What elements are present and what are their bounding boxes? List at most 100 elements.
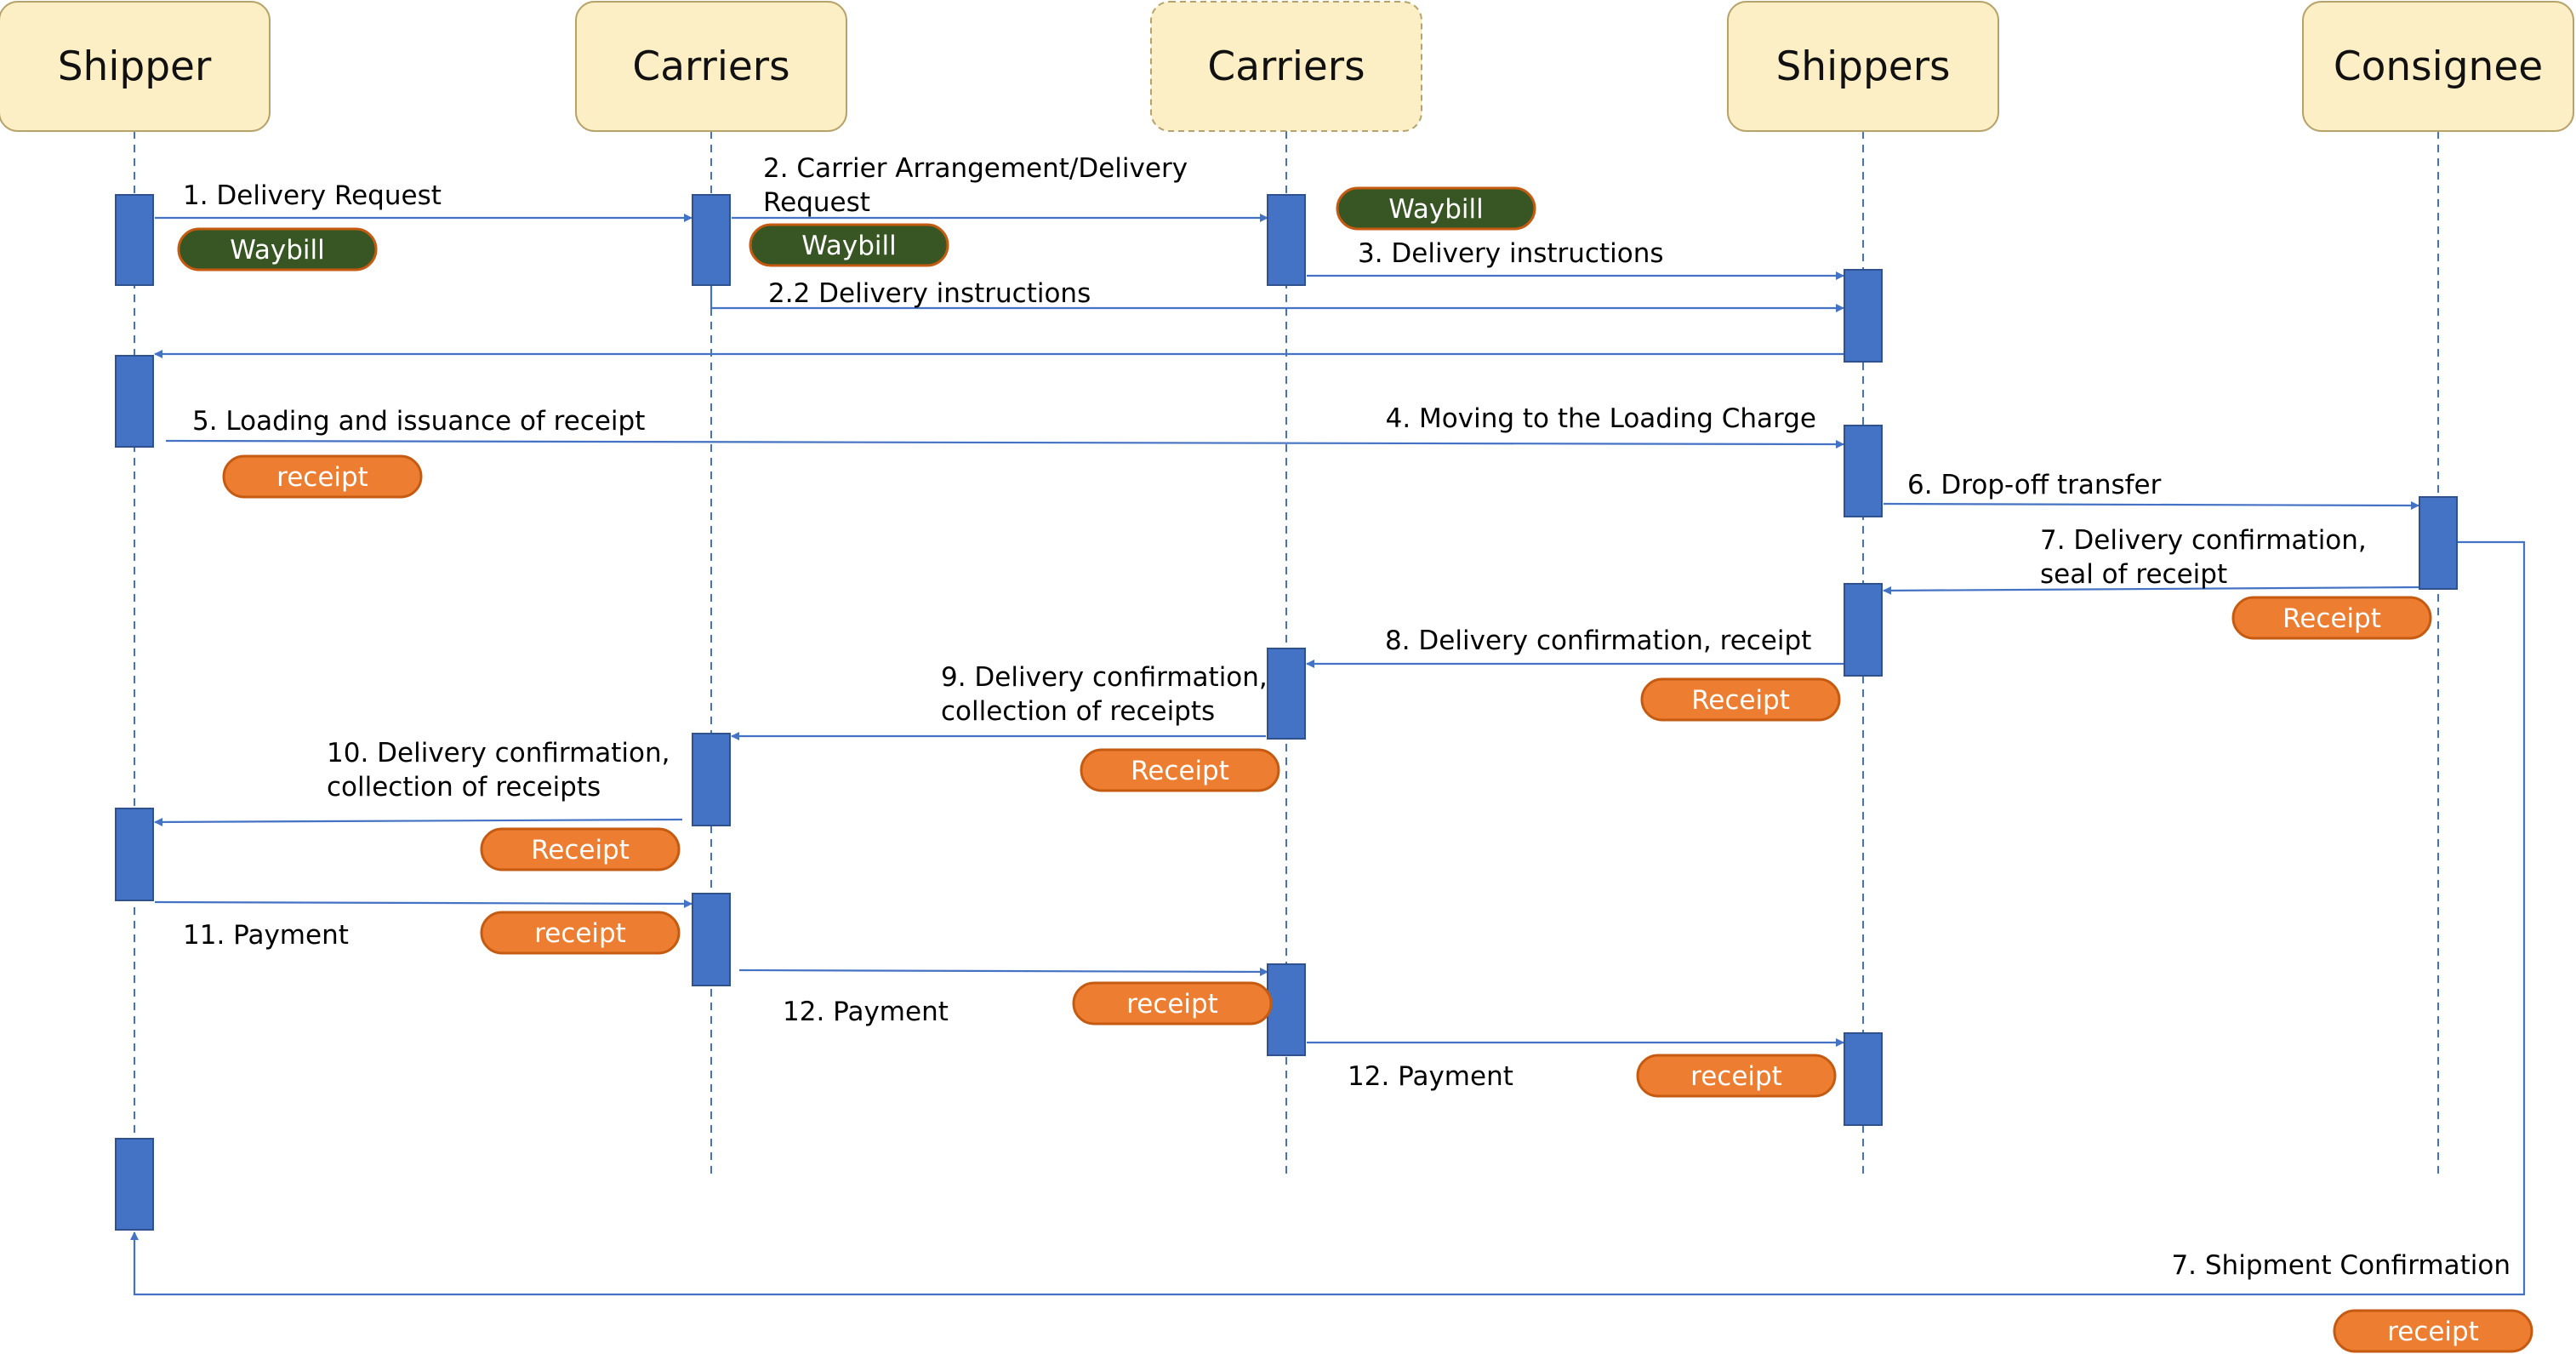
message-label: 5. Loading and issuance of receipt xyxy=(192,406,645,437)
participant-label: Shipper xyxy=(58,43,212,90)
message-label-line: 10. Delivery confirmation, xyxy=(327,738,670,768)
activation-bar xyxy=(1844,425,1883,517)
message-arrow xyxy=(1883,500,2419,510)
message-label-line: 1. Delivery Request xyxy=(183,180,442,211)
participant-box xyxy=(1727,1,1999,132)
badge-pill xyxy=(1336,186,1536,231)
message-label-line: 12. Payment xyxy=(1348,1061,1513,1092)
badge-text: receipt xyxy=(1126,989,1218,1020)
badge-text: receipt xyxy=(276,462,368,493)
badge-pill xyxy=(222,454,423,499)
activation-bar xyxy=(115,1138,154,1231)
activation-bar xyxy=(115,194,154,286)
badge-pill xyxy=(1080,748,1280,792)
badge-text: Receipt xyxy=(531,835,630,866)
badge-pill xyxy=(480,827,681,871)
receipt-badge: receipt xyxy=(222,454,423,499)
activation-bar xyxy=(1844,583,1883,677)
participant-carriers: Carriers xyxy=(575,1,847,132)
message-label-line: Request xyxy=(763,187,870,218)
receipt-badge: receipt xyxy=(1072,981,1273,1025)
participant-label: Carriers xyxy=(1207,43,1365,90)
receipt-badge: Receipt xyxy=(2231,596,2432,640)
badge-text: Receipt xyxy=(2282,603,2381,634)
message-label-line: 11. Payment xyxy=(183,920,349,951)
message-label: 2.2 Delivery instructions xyxy=(768,278,1091,309)
message-label: 12. Payment xyxy=(1348,1061,1513,1092)
receipt-badge: Receipt xyxy=(1640,677,1841,722)
badge-pill xyxy=(480,911,681,955)
activation-bar xyxy=(692,893,731,986)
message-label-line: seal of receipt xyxy=(2040,559,2227,590)
message-label: 10. Delivery confirmation, collection of … xyxy=(327,738,670,803)
message-label: 12. Payment xyxy=(783,997,949,1027)
badge-text: receipt xyxy=(2387,1317,2479,1347)
badge-text: Waybill xyxy=(801,231,897,261)
message-label: 6. Drop-off transfer xyxy=(1907,470,2162,500)
message-arrow xyxy=(738,967,1268,976)
activation-bar xyxy=(115,355,154,448)
message-label-line: 2.2 Delivery instructions xyxy=(768,278,1091,309)
activation-bar xyxy=(692,194,731,286)
badge-pill xyxy=(2333,1309,2533,1353)
activation-bar xyxy=(2419,496,2458,590)
activation-bar xyxy=(1267,194,1306,286)
message-label: 11. Payment xyxy=(183,920,349,951)
message-arrow xyxy=(130,540,2526,1296)
badge-text: Receipt xyxy=(1131,756,1229,786)
receipt-badge: Receipt xyxy=(1080,748,1280,792)
message-arrow xyxy=(154,899,692,908)
badge-pill xyxy=(177,227,378,271)
receipt-badge: receipt xyxy=(1636,1054,1837,1098)
participant-label: Shippers xyxy=(1775,43,1950,90)
participant-box xyxy=(2302,1,2574,132)
message-label-line: 5. Loading and issuance of receipt xyxy=(192,406,645,437)
badge-text: Waybill xyxy=(230,235,325,266)
message-label: 9. Delivery confirmation,collection of r… xyxy=(941,662,1268,727)
participant-box xyxy=(575,1,847,132)
receipt-badge: receipt xyxy=(2333,1309,2533,1353)
waybill-badge: Waybill xyxy=(1336,186,1536,231)
participant-carriers-2: Carriers xyxy=(1150,1,1422,132)
message-label-line: 2. Carrier Arrangement/Delivery xyxy=(763,153,1188,184)
message-label-line: 7. Shipment Confirmation xyxy=(2171,1250,2510,1281)
message-label: 3. Delivery instructions xyxy=(1358,238,1664,269)
participant-shippers: Shippers xyxy=(1727,1,1999,132)
message-arrow xyxy=(165,439,1844,448)
message-label-line: 4. Moving to the Loading Charge xyxy=(1386,403,1816,434)
waybill-badge: Waybill xyxy=(177,227,378,271)
message-label-line: 3. Delivery instructions xyxy=(1358,238,1664,269)
receipt-badge: receipt xyxy=(480,911,681,955)
message-label-line: 12. Payment xyxy=(783,997,949,1027)
activation-bar xyxy=(1267,648,1306,740)
badge-text: Waybill xyxy=(1388,194,1484,225)
message-label: 8. Delivery confirmation, receipt xyxy=(1385,626,1811,656)
message-label-line: 7. Delivery confirmation, xyxy=(2040,525,2367,556)
activation-bar xyxy=(1267,963,1306,1056)
message-arrow xyxy=(154,817,683,826)
message-arrow xyxy=(710,286,1844,312)
receipt-badge: Receipt xyxy=(480,827,681,871)
badge-pill xyxy=(1636,1054,1837,1098)
participant-label: Consignee xyxy=(2334,43,2543,90)
message-label-line: collection of receipts xyxy=(941,696,1215,727)
activation-bar xyxy=(1844,269,1883,363)
message-label-line: collection of receipts xyxy=(327,772,601,803)
message-label-line: 9. Delivery confirmation, xyxy=(941,662,1268,693)
badge-text: receipt xyxy=(534,918,626,949)
participant-label: Carriers xyxy=(632,43,789,90)
participant-box xyxy=(0,1,271,132)
badge-pill xyxy=(1640,677,1841,722)
waybill-badge: Waybill xyxy=(749,223,949,267)
message-label: 7. Delivery confirmation,seal of receipt xyxy=(2040,525,2367,590)
message-label: 1. Delivery Request xyxy=(183,180,442,211)
badge-pill xyxy=(2231,596,2432,640)
message-label: 4. Moving to the Loading Charge xyxy=(1386,403,1816,434)
participant-consignee: Consignee xyxy=(2302,1,2574,132)
participant-box xyxy=(1150,1,1422,132)
activation-bar xyxy=(115,808,154,901)
participant-shipper: Shipper xyxy=(0,1,271,132)
message-arrow xyxy=(1883,586,2419,595)
badge-pill xyxy=(749,223,949,267)
